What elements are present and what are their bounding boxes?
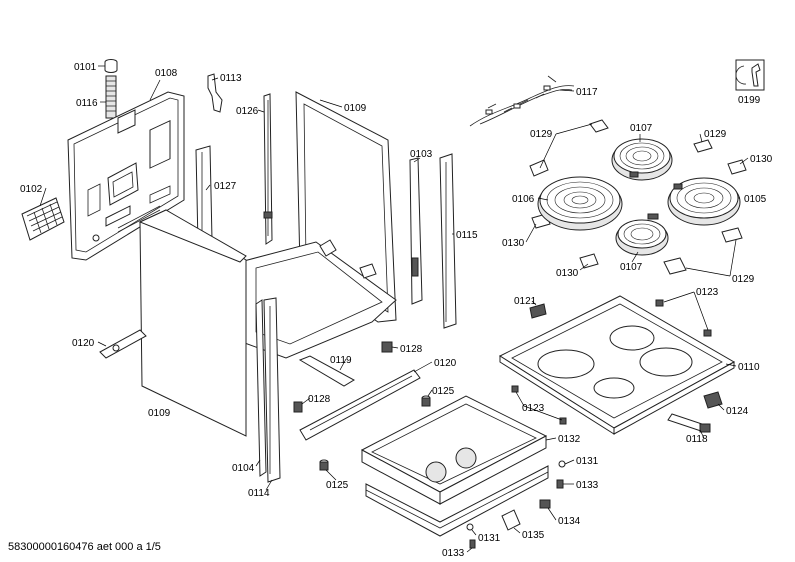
callout-0121: 0121: [514, 296, 537, 307]
callout-0109: 0109: [344, 103, 367, 114]
part-0125-foot-b: [319, 459, 329, 471]
part-0134-lower-frame: [365, 465, 551, 537]
callout-0134: 0134: [558, 516, 581, 527]
callout-0131: 0131: [576, 456, 599, 467]
callout-0132: 0132: [558, 434, 581, 445]
callout-0126: 0126: [236, 106, 259, 117]
callout-0130: 0130: [556, 268, 579, 279]
document-id-footer: 58300000160476 aet 000 a 1/5: [8, 541, 161, 553]
part-0129-clip-b: [693, 139, 713, 153]
callout-0109: 0109: [148, 408, 171, 419]
callout-0123: 0123: [696, 287, 719, 298]
part-0108-rear-panel: [67, 91, 185, 261]
part-0125-foot-a: [421, 395, 431, 407]
part-0109-front-panel: [138, 209, 247, 437]
part-0120-right-rail: [299, 369, 421, 441]
callout-0129: 0129: [704, 129, 727, 140]
part-0115-side-piece: [439, 153, 457, 329]
callout-0107: 0107: [620, 262, 643, 273]
part-0121-bracket: [529, 303, 547, 319]
callout-0135: 0135: [522, 530, 545, 541]
callout-0130: 0130: [502, 238, 525, 249]
callout-0124: 0124: [726, 406, 749, 417]
callout-0113: 0113: [220, 73, 242, 84]
part-0118-sensor: [667, 413, 711, 433]
callout-0108: 0108: [155, 68, 178, 79]
part-0114-bracket: [263, 297, 281, 483]
part-0133-screw-b: [469, 539, 476, 549]
part-0107-heater-bottom: [615, 213, 669, 256]
callout-0130: 0130: [750, 154, 773, 165]
part-0129-clip-a: [589, 119, 609, 133]
leader-lines: [39, 65, 749, 553]
callout-0101: 0101: [74, 62, 97, 73]
part-0110-glass-cooktop: [498, 295, 736, 435]
callout-0125: 0125: [326, 480, 349, 491]
callout-0127: 0127: [214, 181, 237, 192]
callout-0199: 0199: [738, 95, 761, 106]
part-0129-clip-d: [663, 257, 687, 275]
part-0131-nut-a: [558, 460, 566, 468]
callout-0120: 0120: [72, 338, 95, 349]
callout-0115: 0115: [456, 230, 478, 241]
part-0123-clip-b: [511, 385, 567, 425]
callout-0104: 0104: [232, 463, 255, 474]
callout-0133: 0133: [576, 480, 599, 491]
part-0119-rail: [298, 355, 356, 387]
part-0107-heater-top: [611, 138, 673, 181]
part-0131-nut-b: [466, 523, 474, 531]
wrench-icon: [735, 59, 765, 91]
callout-0133: 0133: [442, 548, 465, 559]
part-0128-clip-a: [381, 341, 393, 353]
part-0102-grille: [21, 197, 65, 241]
callout-0128: 0128: [308, 394, 331, 405]
callout-labels: 0101 0116 0108 0113 0126 0109 0117 0199 …: [20, 62, 773, 559]
part-0130-clip-a: [727, 159, 747, 175]
callout-0114: 0114: [248, 488, 270, 499]
part-0104-bracket: [255, 299, 267, 477]
part-0135-connector: [501, 509, 521, 531]
callout-0102: 0102: [20, 184, 43, 195]
part-0101-cap: [104, 59, 118, 73]
part-0130-clip-d: [579, 253, 599, 269]
callout-0116: 0116: [76, 98, 98, 109]
part-0109-frame: [239, 91, 397, 359]
callout-0120: 0120: [434, 358, 457, 369]
part-0128-clip-b: [293, 401, 303, 413]
callout-0129: 0129: [732, 274, 755, 285]
part-0133-screw-a: [556, 479, 564, 489]
part-0105-heater-right: [667, 177, 741, 226]
part-0130-clip-b: [529, 159, 549, 177]
part-0129-clip-c: [721, 227, 743, 243]
part-0132-base-frame: [360, 395, 548, 505]
part-0103-side-piece: [409, 157, 423, 305]
callout-0131: 0131: [478, 533, 501, 544]
callout-0105: 0105: [744, 194, 767, 205]
part-0113-bracket: [207, 73, 223, 113]
callout-0118: 0118: [686, 434, 708, 445]
callout-0107: 0107: [630, 123, 653, 134]
part-0120-left-rail: [99, 329, 147, 359]
part-0116-tube: [105, 75, 117, 119]
callout-0125: 0125: [432, 386, 455, 397]
callout-0117: 0117: [576, 87, 598, 98]
callout-0128: 0128: [400, 344, 423, 355]
callout-0103: 0103: [410, 149, 433, 160]
part-0123-clip-a: [655, 299, 712, 337]
part-0124-clamp: [703, 391, 723, 409]
callout-0129: 0129: [530, 129, 553, 140]
callout-0106: 0106: [512, 194, 535, 205]
callout-0110: 0110: [738, 362, 760, 373]
callout-0119: 0119: [330, 355, 352, 366]
part-0106-heater-large: [537, 176, 623, 231]
part-0117-wiring-harness: [469, 75, 575, 127]
part-0126-side-rail: [263, 93, 273, 245]
callout-0123: 0123: [522, 403, 545, 414]
